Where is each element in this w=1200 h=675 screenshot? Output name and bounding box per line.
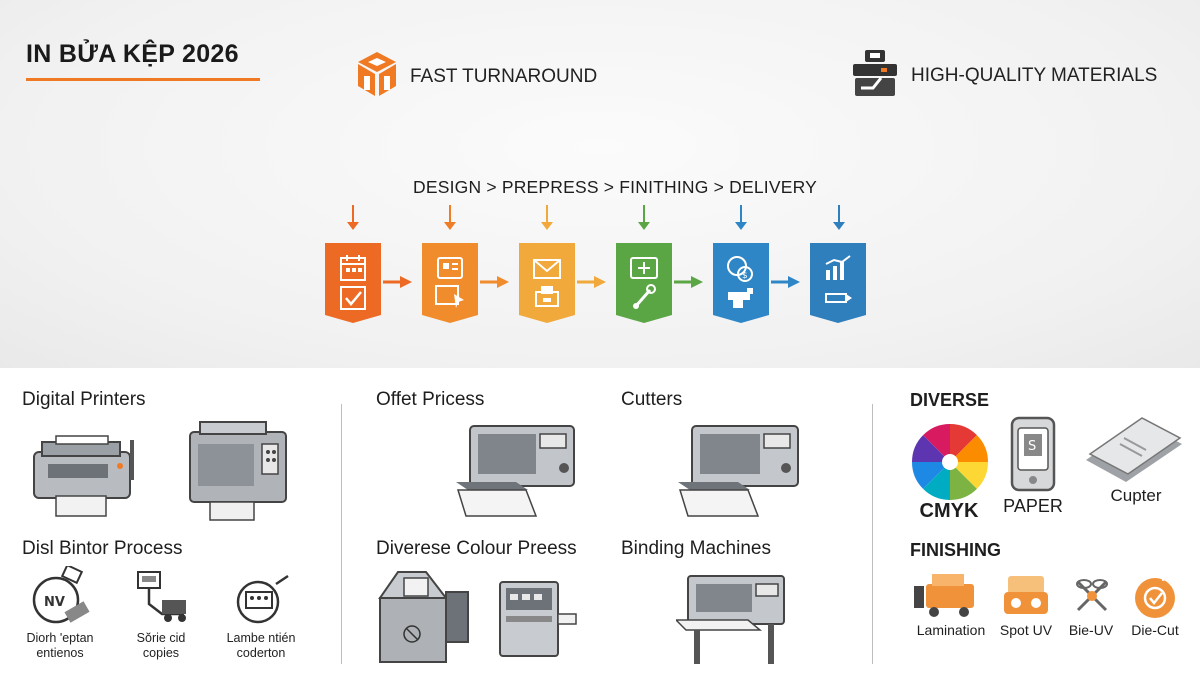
die-cut-icon — [1135, 574, 1175, 618]
page-title: IN BỬA KỆP 2026 — [26, 40, 239, 68]
step-arrow — [480, 276, 509, 288]
paper-stack-icon — [1086, 417, 1182, 482]
phone-paper-icon: S — [1010, 416, 1056, 492]
digital-printers-heading: Digital Printers — [22, 389, 146, 410]
feature-fast-turnaround: FAST TURNAROUND — [356, 50, 597, 103]
bintor-process-heading: Disl Bintor Process — [22, 538, 183, 559]
calendar-check-icon — [338, 254, 368, 312]
drop-arrow — [638, 205, 650, 230]
cmyk-label: CMYK — [919, 500, 979, 522]
copier-icon — [137, 571, 186, 622]
equipment-background — [0, 368, 1200, 675]
workflow-connectors — [347, 204, 845, 288]
die-cut-label: Die-Cut — [1131, 622, 1179, 638]
svg-text:NV: NV — [44, 595, 65, 610]
drop-arrow — [833, 205, 845, 230]
offset-press-image — [456, 425, 575, 517]
toolbox-icon — [851, 48, 899, 103]
feature-high-quality: HIGH-QUALITY MATERIALS — [851, 48, 1157, 103]
lamination-icon — [914, 574, 974, 617]
step-arrow — [577, 276, 606, 288]
paper-label: PAPER — [1003, 496, 1063, 516]
finishing-heading: FINISHING — [910, 540, 1002, 560]
column-divider — [872, 404, 873, 664]
step-arrow — [383, 276, 412, 288]
cupter-label: Cupter — [1110, 486, 1162, 505]
drop-arrow — [347, 205, 359, 230]
colour-press-heading: Diverese Colour Preess — [376, 538, 577, 559]
spot-uv-icon — [1004, 576, 1048, 614]
process-caption: Sŏrie cid copies — [136, 631, 186, 660]
colour-press-image — [499, 581, 577, 657]
process-caption: Diorh 'eptan entienos — [26, 631, 94, 660]
drop-arrow — [735, 205, 747, 230]
hero-background — [0, 0, 1200, 368]
binding-machines-heading: Binding Machines — [621, 538, 771, 559]
workflow-step-growth — [810, 243, 866, 323]
diverse-heading: DIVERSE — [910, 390, 990, 410]
offset-press-heading: Offet Pricess — [376, 389, 485, 410]
drop-arrow — [541, 205, 553, 230]
cutter-image — [678, 425, 799, 517]
cutters-heading: Cutters — [621, 389, 683, 410]
ribbon-icon — [1076, 579, 1108, 612]
workflow-step-finishing — [616, 243, 672, 323]
svg-text:S: S — [1028, 439, 1036, 454]
laminate-icon — [236, 574, 289, 624]
box-icon — [356, 50, 398, 103]
finishing-tool-icon — [628, 254, 660, 312]
workflow-step-design — [325, 243, 381, 323]
payment-delivery-icon: $ — [725, 254, 757, 312]
workflow-step-prepress — [422, 243, 478, 323]
step-arrow — [674, 276, 703, 288]
workflow-step-delivery: $ — [713, 243, 769, 323]
title-underline — [26, 78, 260, 81]
binding-machine-image — [676, 575, 785, 664]
column-divider — [341, 404, 342, 664]
digital-printer-image — [189, 421, 287, 521]
workflow-title: DESIGN > PREPRESS > FINITHING > DELIVERY — [413, 177, 817, 197]
bie-uv-label: Bie-UV — [1068, 622, 1114, 638]
svg-text:$: $ — [742, 271, 748, 281]
layout-design-icon — [434, 254, 466, 312]
spot-uv-label: Spot UV — [999, 622, 1053, 638]
envelope-print-icon — [531, 254, 563, 312]
colour-press-image — [378, 571, 469, 663]
feature-label: FAST TURNAROUND — [410, 65, 598, 87]
nv-stamp-icon: NV — [32, 566, 90, 624]
digital-printer-image — [33, 435, 134, 517]
feature-label: HIGH-QUALITY MATERIALS — [911, 64, 1158, 86]
lamination-label: Lamination — [916, 622, 986, 638]
color-wheel-icon — [911, 423, 989, 501]
growth-chart-icon — [822, 254, 854, 312]
drop-arrow — [444, 205, 456, 230]
step-arrow — [771, 276, 800, 288]
workflow-step-print — [519, 243, 575, 323]
process-caption: Lambe ntién coderton — [226, 631, 296, 660]
